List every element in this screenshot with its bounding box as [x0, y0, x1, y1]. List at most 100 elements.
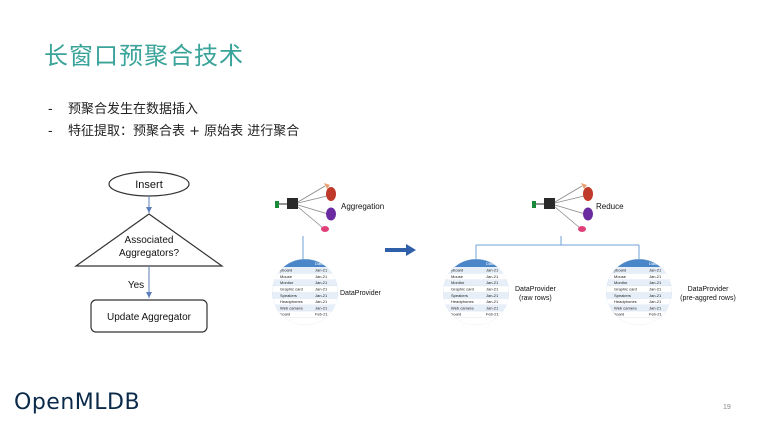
table-cell-date: Jan-21 — [315, 293, 328, 298]
table-header-bar — [606, 259, 672, 267]
table-cell-item: board — [451, 312, 461, 317]
table-row-bg — [272, 279, 338, 286]
table-row-bg — [606, 267, 672, 274]
table-cell-item: Monitor — [614, 280, 628, 285]
table-row-bg — [443, 304, 509, 312]
dataprovider-pre-label: DataProvider — [688, 286, 730, 293]
table-cell-item: yboard — [280, 268, 292, 273]
table-cell-item: Monitor — [451, 280, 465, 285]
table-cell-item: Mouse — [451, 274, 464, 279]
bullet-text: 预聚合发生在数据插入 — [68, 102, 199, 117]
table-cell-item: Web camera — [614, 305, 637, 310]
reduce-operator-icon — [532, 183, 593, 232]
table-cell-item: yboard — [451, 268, 463, 273]
bullet-list: -预聚合发生在数据插入 -特征提取：预聚合表 + 原始表 进行聚合 — [48, 99, 299, 143]
table-cell-date: Jan-21 — [315, 305, 328, 310]
table-cell-date: Jan-21 — [649, 287, 662, 292]
table-cell-date: Jan-21 — [315, 287, 328, 292]
reduce-label: Reduce — [596, 202, 624, 211]
flow-yes-label: Yes — [128, 280, 144, 291]
table-header-bar — [272, 259, 338, 267]
table-cell-item: Web camera — [451, 305, 474, 310]
bullet-dash: - — [48, 124, 53, 139]
table-cell-date: Jan-21 — [315, 280, 328, 285]
table-cell-date: Jan-21 — [486, 293, 499, 298]
table-cell-date: Jan-21 — [315, 299, 328, 304]
dataprovider-label: DataProvider — [340, 290, 382, 297]
table-cell-date: Jan-21 — [649, 268, 662, 273]
page-number: 19 — [723, 404, 731, 411]
slide-title: 长窗口预聚合技术 — [44, 42, 244, 70]
table-cell-item: yboard — [614, 268, 626, 273]
table-header-text: Date — [315, 261, 324, 266]
dataprovider-pre-sublabel: (pre-aggred rows) — [680, 295, 736, 302]
table-row-bg — [443, 292, 509, 299]
table-row-bg — [272, 267, 338, 274]
table-cell-item: Headphones — [614, 299, 637, 304]
bullet-item: -预聚合发生在数据插入 — [48, 99, 299, 121]
table-cell-date: Jan-21 — [486, 274, 499, 279]
dataprovider-raw-sublabel: (raw rows) — [519, 295, 552, 302]
table-cell-item: Headphones — [451, 299, 474, 304]
table-header-text: Date — [649, 261, 658, 266]
table-header-text: Date — [486, 261, 495, 266]
table-row-bg — [272, 304, 338, 312]
flow-decision-line1: Associated — [125, 235, 174, 246]
table-cell-date: Jan-21 — [486, 280, 499, 285]
table-cell-date: Jan-21 — [649, 293, 662, 298]
table-row-bg — [606, 304, 672, 312]
table-cell-date: Jan-21 — [486, 268, 499, 273]
flow-action-label: Update Aggregator — [107, 312, 192, 323]
table-cell-item: Mouse — [614, 274, 627, 279]
table-cell-item: board — [280, 312, 290, 317]
flowchart: Insert Associated Aggregators? Yes Updat… — [74, 171, 224, 333]
table-cell-date: Jan-21 — [649, 280, 662, 285]
table-cell-date: Feb-21 — [486, 312, 499, 317]
table-cell-item: Monitor — [280, 280, 294, 285]
table-cell-date: Jan-21 — [486, 299, 499, 304]
table-cell-date: Feb-21 — [649, 312, 662, 317]
table-row-bg — [443, 279, 509, 286]
table-row-bg — [272, 292, 338, 299]
table-cell-date: Jan-21 — [649, 305, 662, 310]
table-cell-item: Mouse — [280, 274, 293, 279]
table-cell-date: Jan-21 — [486, 287, 499, 292]
bullet-dash: - — [48, 102, 53, 117]
table-cell-item: Graphic card — [280, 287, 303, 292]
flow-action-node — [90, 299, 208, 333]
reduce-connector — [475, 236, 640, 259]
bullet-text: 特征提取：预聚合表 + 原始表 进行聚合 — [68, 124, 300, 139]
table-cell-date: Jan-21 — [315, 268, 328, 273]
table-cell-date: Jan-21 — [315, 274, 328, 279]
aggregation-label: Aggregation — [341, 202, 384, 211]
table-row-bg — [606, 279, 672, 286]
openmldb-logo: OpenMLDB — [14, 390, 141, 415]
table-cell-item: Speakers — [614, 293, 631, 298]
flow-decision-line2: Aggregators? — [119, 248, 179, 259]
table-cell-item: Speakers — [451, 293, 468, 298]
table-cell-date: Jan-21 — [649, 274, 662, 279]
table-cell-item: Graphic card — [614, 287, 637, 292]
table-row-bg — [443, 267, 509, 274]
flow-start-label: Insert — [135, 179, 163, 191]
transform-arrow — [385, 244, 416, 256]
aggregation-operator-icon — [275, 183, 336, 232]
table-header-bar — [443, 259, 509, 267]
table-cell-date: Feb-21 — [315, 312, 328, 317]
table-cell-date: Jan-21 — [486, 305, 499, 310]
table-cell-item: Graphic card — [451, 287, 474, 292]
table-cell-item: board — [614, 312, 624, 317]
dataprovider-raw-label: DataProvider — [515, 286, 557, 293]
bullet-item: -特征提取：预聚合表 + 原始表 进行聚合 — [48, 121, 299, 143]
table-cell-item: Web camera — [280, 305, 303, 310]
table-cell-date: Jan-21 — [649, 299, 662, 304]
table-row-bg — [606, 292, 672, 299]
table-cell-item: Speakers — [280, 293, 297, 298]
table-cell-item: Headphones — [280, 299, 303, 304]
